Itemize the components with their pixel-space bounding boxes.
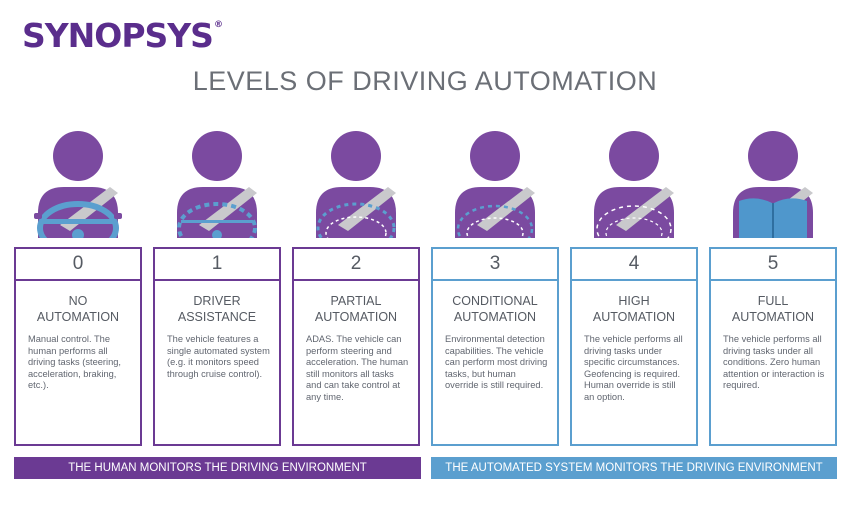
registered-mark: ® [213, 20, 223, 30]
level-description: Manual control. The human performs all d… [28, 334, 122, 390]
level-number: 3 [433, 249, 557, 281]
person-solid-wheel-icon [14, 131, 142, 241]
system-monitors-banner: THE AUTOMATED SYSTEM MONITORS THE DRIVIN… [431, 457, 837, 479]
level-description: Environmental detection capabilities. Th… [445, 334, 548, 390]
level-number: 4 [572, 249, 696, 281]
level-number: 2 [294, 249, 418, 281]
logo-text: SYNOPSYS [22, 16, 214, 55]
person-reading-book-icon [709, 131, 837, 241]
level-number: 0 [16, 249, 140, 281]
person-faint-wheel-icon [570, 131, 698, 241]
person-faint-wheel-icon [431, 131, 559, 241]
synopsys-logo: SYNOPSYS® [22, 16, 223, 55]
page-title: LEVELS OF DRIVING AUTOMATION [192, 66, 658, 96]
person-dashed-wheel-icon [153, 131, 281, 241]
level-description: ADAS. The vehicle can perform steering a… [306, 334, 409, 402]
level-description: The vehicle features a single automated … [167, 334, 270, 379]
human-monitors-banner: THE HUMAN MONITORS THE DRIVING ENVIRONME… [14, 457, 421, 479]
level-number: 1 [155, 249, 279, 281]
level-description: The vehicle performs all driving tasks u… [723, 334, 825, 390]
level-number: 5 [711, 249, 835, 281]
person-dashed-wheel-icon [292, 131, 420, 241]
level-description: The vehicle performs all driving tasks u… [584, 334, 683, 402]
